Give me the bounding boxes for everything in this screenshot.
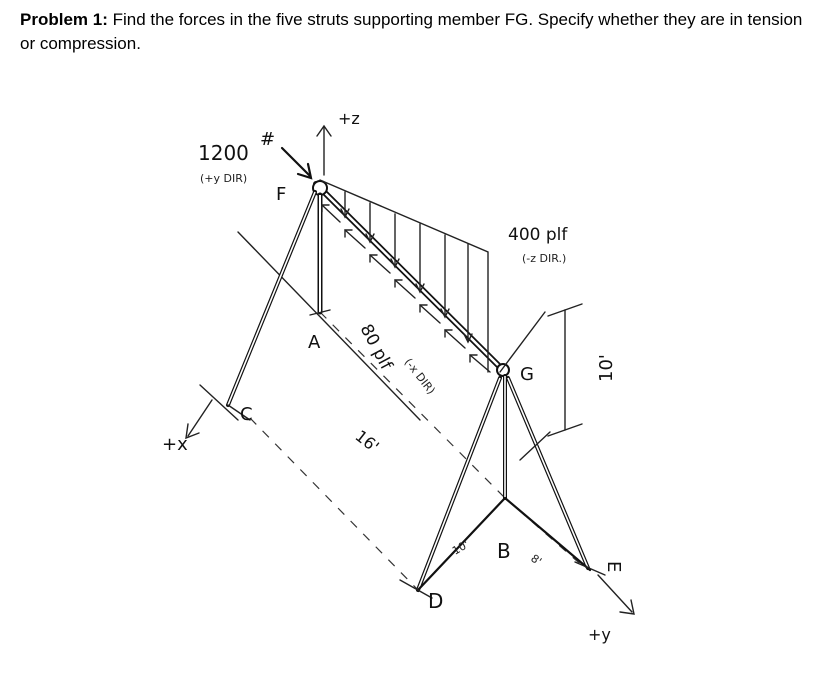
support-c-tick — [199, 384, 239, 421]
load-1200-value: 1200 — [198, 141, 249, 165]
distributed-load-x — [321, 204, 491, 373]
load-1200-direction: (+y DIR) — [200, 172, 247, 185]
problem-label: Problem 1: — [20, 10, 108, 29]
base-member-c — [227, 404, 251, 421]
load-1200-unit: # — [260, 129, 275, 150]
label-e: E — [603, 561, 624, 572]
dist-load-z-direction: (-z DIR.) — [522, 252, 566, 265]
strut-gd-inner — [417, 377, 501, 591]
distributed-load-z — [319, 179, 489, 373]
strut-fc-inner — [227, 191, 316, 406]
x-axis-label: +x — [162, 434, 188, 455]
joint-g — [496, 363, 510, 377]
dimension-line-16 — [237, 231, 421, 421]
support-d-tick — [399, 579, 433, 599]
point-load-arrow — [280, 146, 313, 180]
support-a-tick — [309, 309, 331, 316]
y-axis-arrow — [597, 574, 635, 615]
dimension-10-vertical-label: 10' — [596, 354, 617, 382]
problem-statement: Problem 1: Find the forces in the five s… — [20, 8, 820, 56]
dist-load-x-direction: (-x DIR) — [402, 356, 438, 397]
dist-load-x-value: 80 plf — [356, 321, 397, 374]
problem-text: Find the forces in the five struts suppo… — [20, 10, 803, 53]
member-fg-inner — [315, 183, 506, 373]
label-c: C — [240, 404, 253, 425]
support-e-tick — [574, 561, 606, 576]
dashed-line-c-d — [249, 417, 419, 591]
label-b: B — [497, 539, 511, 563]
y-axis-label: +y — [588, 625, 611, 644]
strut-ge-inner — [507, 377, 589, 569]
x-axis-arrow — [185, 399, 213, 440]
dimension-8-label: 8' — [528, 552, 544, 568]
dashed-line-a-b — [319, 311, 506, 499]
z-axis-arrow — [316, 124, 332, 176]
label-d: D — [428, 589, 443, 613]
dimension-10-label: 10' — [450, 538, 471, 558]
label-f: F — [276, 184, 286, 205]
dimension-16-label: 16' — [352, 426, 383, 456]
base-member-b-e — [503, 496, 592, 572]
label-g: G — [520, 364, 534, 385]
dist-load-z-value: 400 plf — [508, 225, 568, 245]
z-axis-label: +z — [338, 109, 360, 128]
label-a: A — [308, 332, 321, 353]
base-member-d-b — [416, 496, 507, 592]
dimension-10-vertical — [499, 303, 583, 461]
